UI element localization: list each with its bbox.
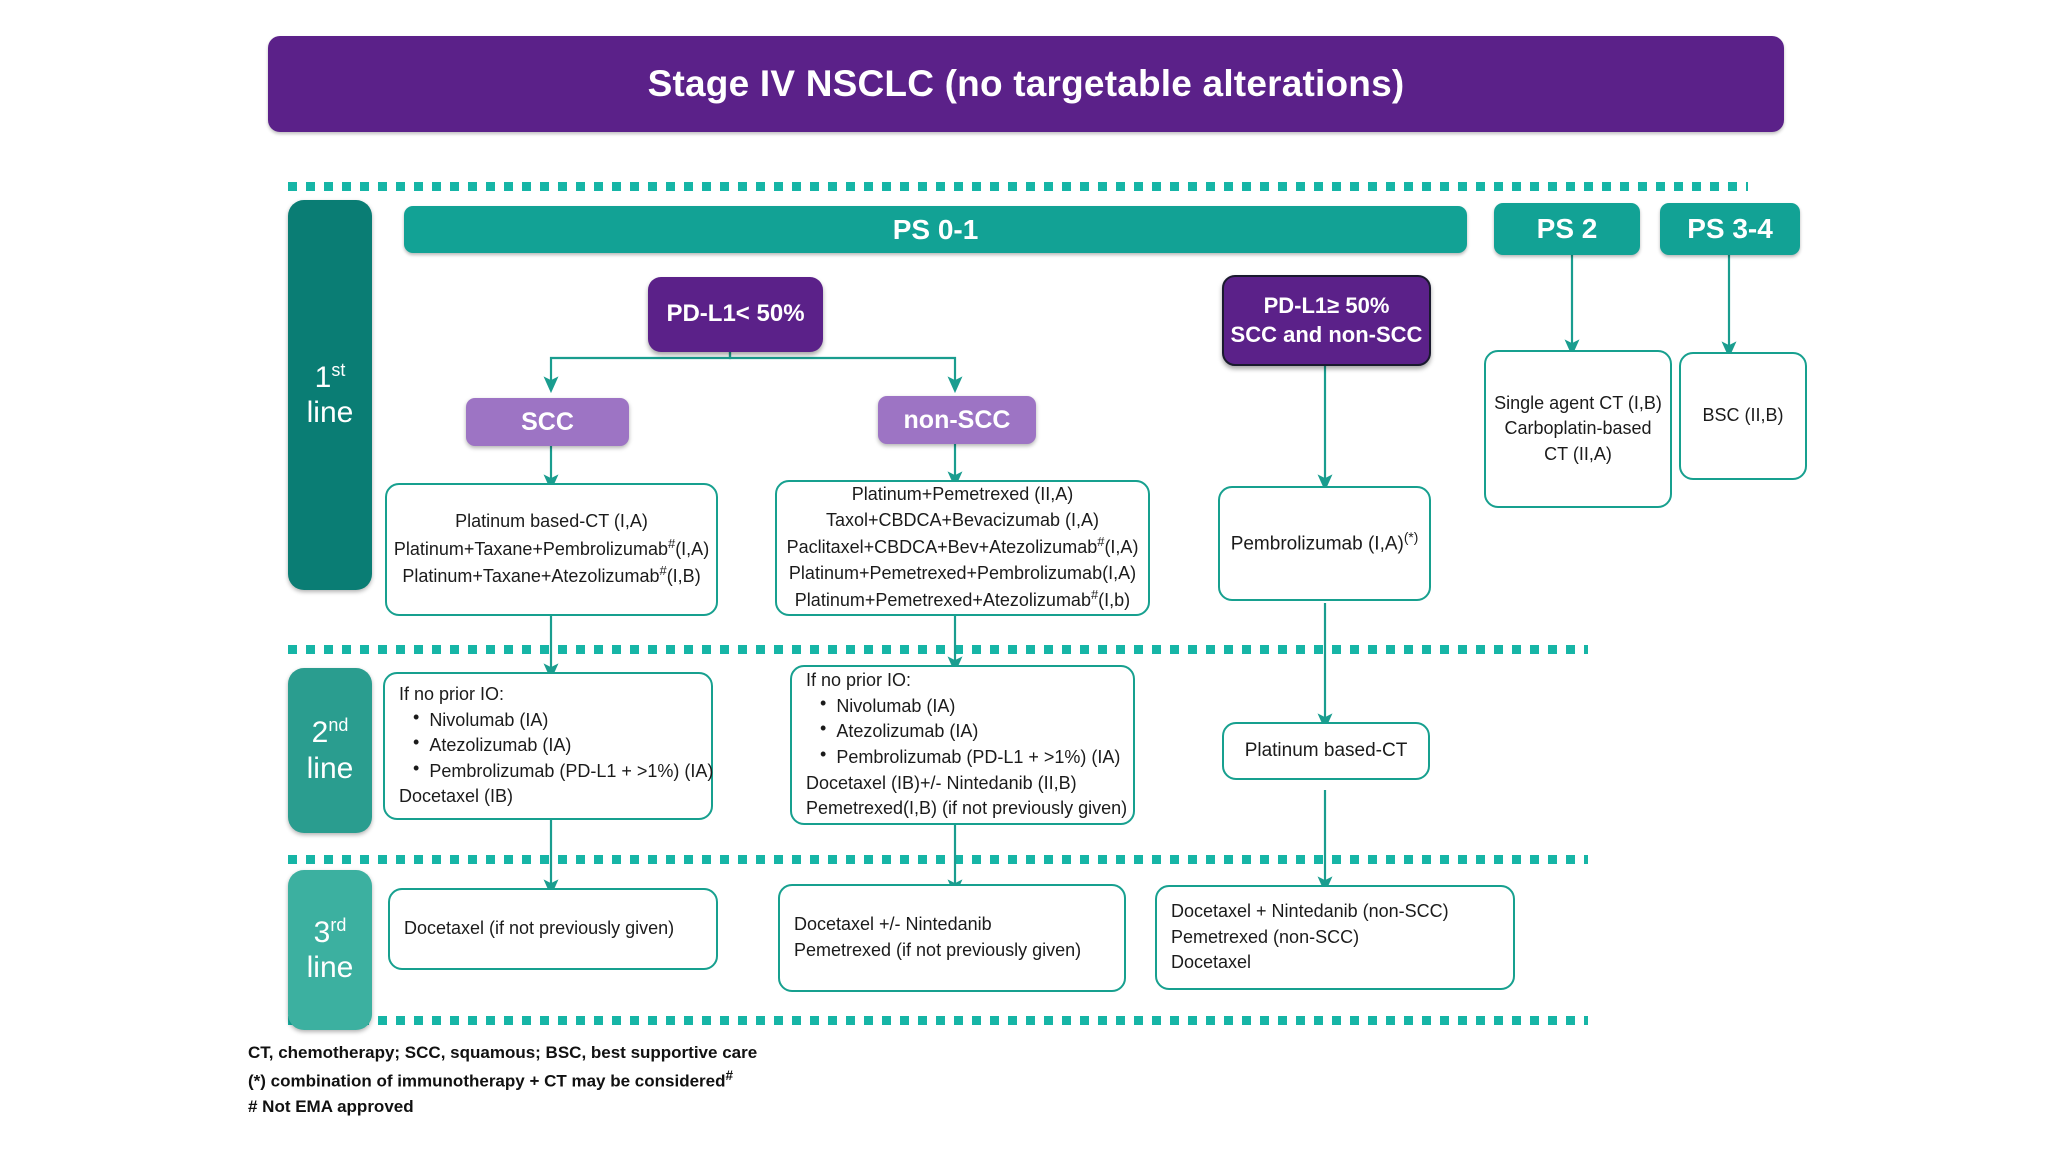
footnotes: CT, chemotherapy; SCC, squamous; BSC, be…	[248, 1040, 757, 1120]
tx-bullet: • Pembrolizumab (PD-L1 + >1%) (IA)	[399, 759, 713, 785]
tx-line: Pembrolizumab (I,A)(*)	[1230, 530, 1419, 555]
tx-line: Platinum+Taxane+Pembrolizumab#(I,A)	[393, 535, 710, 559]
tx-bullet: • Nivolumab (IA)	[806, 694, 955, 720]
tx-line: Platinum+Pemetrexed+Atezolizumab#(I,b)	[794, 587, 1131, 611]
decision-pdl1-low-label: PD-L1< 50%	[666, 300, 805, 328]
third-line-non-scc-box: Docetaxel +/- Nintedanib Pemetrexed (if …	[778, 884, 1126, 992]
second-line-non-scc-box: If no prior IO: • Nivolumab (IA) • Atezo…	[790, 665, 1135, 825]
line-label-first-word: line	[306, 396, 354, 429]
bullet-dot-icon: •	[413, 757, 420, 778]
divider-bottom	[288, 1016, 1588, 1025]
divider-top	[288, 182, 1748, 191]
tx-line: Docetaxel +/- Nintedanib	[794, 914, 992, 935]
ps34-treatment-box: BSC (II,B)	[1679, 352, 1807, 480]
tx-line: Docetaxel (IB)+/- Nintedanib (II,B)	[806, 772, 1077, 793]
decision-pdl1-high-line2: SCC and non-SCC	[1230, 321, 1423, 347]
bullet-dot-icon: •	[820, 692, 827, 713]
tx-line: Platinum+Pemetrexed+Pembrolizumab(I,A)	[788, 562, 1137, 583]
bullet-dot-icon: •	[413, 732, 420, 753]
bullet-dot-icon: •	[820, 744, 827, 764]
line-label-second: 2nd line	[288, 668, 372, 833]
line-label-third: 3rd line	[288, 870, 372, 1030]
decision-pdl1-low: PD-L1< 50%	[648, 277, 823, 352]
tx-line: Docetaxel (if not previously given)	[404, 918, 675, 939]
footnote-line: (*) combination of immunotherapy + CT ma…	[248, 1067, 734, 1091]
tx-line: Docetaxel	[1171, 952, 1252, 973]
tx-bullet: • Pembrolizumab (PD-L1 + >1%) (IA)	[806, 745, 1120, 771]
tx-line: Platinum based-CT (I,A)	[455, 511, 648, 532]
second-line-pdl1-high-box: Platinum based-CT	[1222, 722, 1430, 780]
tx-line: Carboplatin-based	[1504, 418, 1652, 439]
tx-bullet: • Nivolumab (IA)	[399, 708, 548, 734]
page-title: Stage IV NSCLC (no targetable alteration…	[268, 36, 1784, 132]
second-line-scc-box: If no prior IO: • Nivolumab (IA) • Atezo…	[383, 672, 713, 820]
histology-scc: SCC	[466, 398, 629, 446]
ps-header-ps2: PS 2	[1494, 203, 1640, 255]
tx-line: CT (II,A)	[1544, 443, 1612, 464]
ps-header-ps01: PS 0-1	[404, 206, 1467, 253]
bullet-dot-icon: •	[413, 706, 420, 727]
ps-header-ps34: PS 3-4	[1660, 203, 1800, 255]
tx-line: Pemetrexed (if not previously given)	[794, 940, 1082, 960]
third-line-right-box: Docetaxel + Nintedanib (non-SCC) Pemetre…	[1155, 885, 1515, 990]
line-label-second-ordinal: 2nd	[311, 715, 349, 750]
bullet-dot-icon: •	[820, 718, 827, 739]
tx-line: Paclitaxel+CBDCA+Bev+Atezolizumab#(I,A)	[786, 534, 1139, 558]
first-line-non-scc-box: Platinum+Pemetrexed (II,A) Taxol+CBDCA+B…	[775, 480, 1150, 616]
tx-line: Platinum+Pemetrexed (II,A)	[851, 484, 1074, 505]
tx-line: Docetaxel (IB)	[399, 786, 514, 807]
tx-bullet: • Atezolizumab (IA)	[399, 733, 571, 759]
line-label-third-ordinal: 3rd	[313, 914, 347, 949]
line-label-third-word: line	[306, 951, 354, 984]
line-label-first-ordinal: 1st	[314, 359, 346, 394]
line-label-first: 1st line	[288, 200, 372, 590]
tx-line: Docetaxel + Nintedanib (non-SCC)	[1171, 901, 1449, 922]
tx-line: Single agent CT (I,B)	[1494, 392, 1662, 413]
tx-line: Pemetrexed(I,B) (if not previously given…	[806, 798, 1128, 819]
tx-bullet: • Atezolizumab (IA)	[806, 719, 978, 745]
tx-line: Platinum based-CT	[1244, 739, 1408, 761]
decision-pdl1-high: PD-L1≥ 50% SCC and non-SCC	[1222, 275, 1431, 366]
third-line-scc-box: Docetaxel (if not previously given)	[388, 888, 718, 970]
decision-pdl1-high-line1: PD-L1≥ 50%	[1263, 293, 1390, 319]
tx-line: Platinum+Taxane+Atezolizumab#(I,B)	[402, 563, 701, 587]
first-line-pdl1-high-box: Pembrolizumab (I,A)(*)	[1218, 486, 1431, 601]
tx-line: Taxol+CBDCA+Bevacizumab (I,A)	[825, 509, 1100, 530]
footnote-line: # Not EMA approved	[248, 1097, 414, 1117]
histology-non-scc: non-SCC	[878, 396, 1036, 444]
divider-first-second	[288, 645, 1588, 654]
tx-line: BSC (II,B)	[1702, 405, 1784, 426]
tx-line: Pemetrexed (non-SCC)	[1171, 926, 1360, 947]
tx-intro: If no prior IO:	[806, 670, 912, 691]
first-line-scc-box: Platinum based-CT (I,A) Platinum+Taxane+…	[385, 483, 718, 616]
footnote-line: CT, chemotherapy; SCC, squamous; BSC, be…	[248, 1043, 758, 1062]
ps2-treatment-box: Single agent CT (I,B) Carboplatin-based …	[1484, 350, 1672, 508]
line-label-second-word: line	[306, 751, 354, 785]
tx-intro: If no prior IO:	[399, 684, 505, 705]
divider-second-third	[288, 855, 1588, 864]
